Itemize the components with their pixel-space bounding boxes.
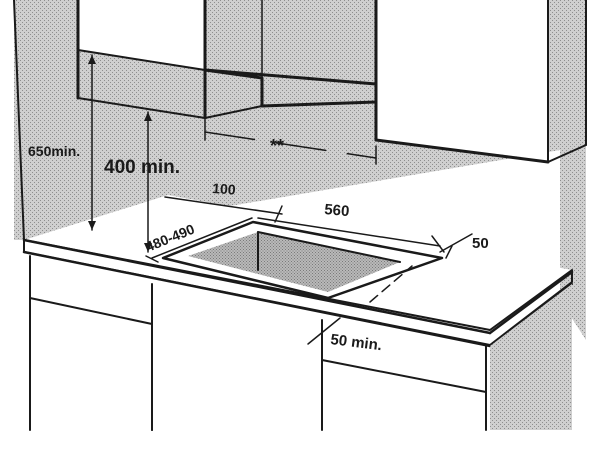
dimension-labels: 650min. 400 min. 100 560 480-490 50 50 m… [28,136,489,354]
label-cutout-width: 560 [324,201,350,220]
label-wall-offset: 100 [212,180,237,198]
base-cabinets [29,255,572,431]
wall-edge-left [13,0,25,241]
label-hood-clearance: 650min. [28,143,80,159]
label-cabinet-clearance: 400 min. [104,157,180,178]
hob-cutout [161,220,444,300]
dimension-lines [77,49,473,345]
label-cabinet-spacing: ** [270,136,284,156]
upper-cabinet-left [76,0,263,120]
label-side-clearance: 50 [472,235,489,252]
upper-cabinet-right [374,0,587,164]
label-front-clearance: 50 min. [330,331,383,354]
